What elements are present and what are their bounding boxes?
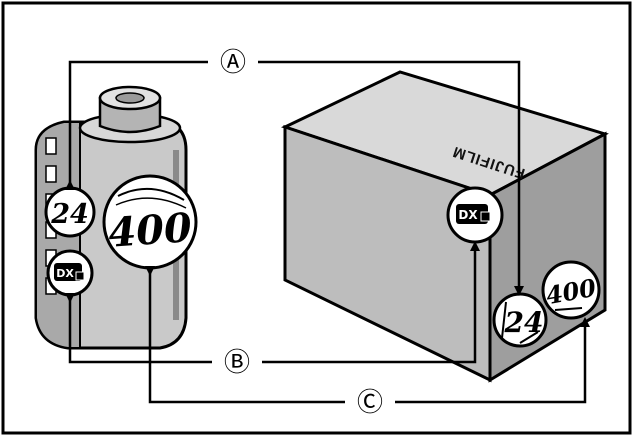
callout-a: Ⓐ (220, 48, 246, 78)
box-exposures-label: 24 (504, 306, 544, 339)
box-dx-badge: DX (446, 186, 504, 244)
box-iso-badge: 400 (541, 260, 601, 320)
canister-exposures-badge: 24 (44, 186, 96, 238)
connector-c (145, 266, 590, 404)
callout-b: Ⓑ (224, 348, 250, 378)
canister-dx-label: DX (56, 267, 74, 280)
canister-dx-badge: DX (46, 249, 94, 297)
connector-a (65, 60, 524, 296)
canister-exposures-label: 24 (50, 199, 89, 230)
box-exposures-badge: 24 (492, 292, 548, 348)
callout-c: Ⓒ (357, 388, 383, 418)
canister-iso-badge: 400 (102, 174, 198, 270)
box-dx-label: DX (458, 208, 478, 222)
connector-b (65, 241, 480, 364)
canister-iso-label: 400 (107, 204, 194, 257)
